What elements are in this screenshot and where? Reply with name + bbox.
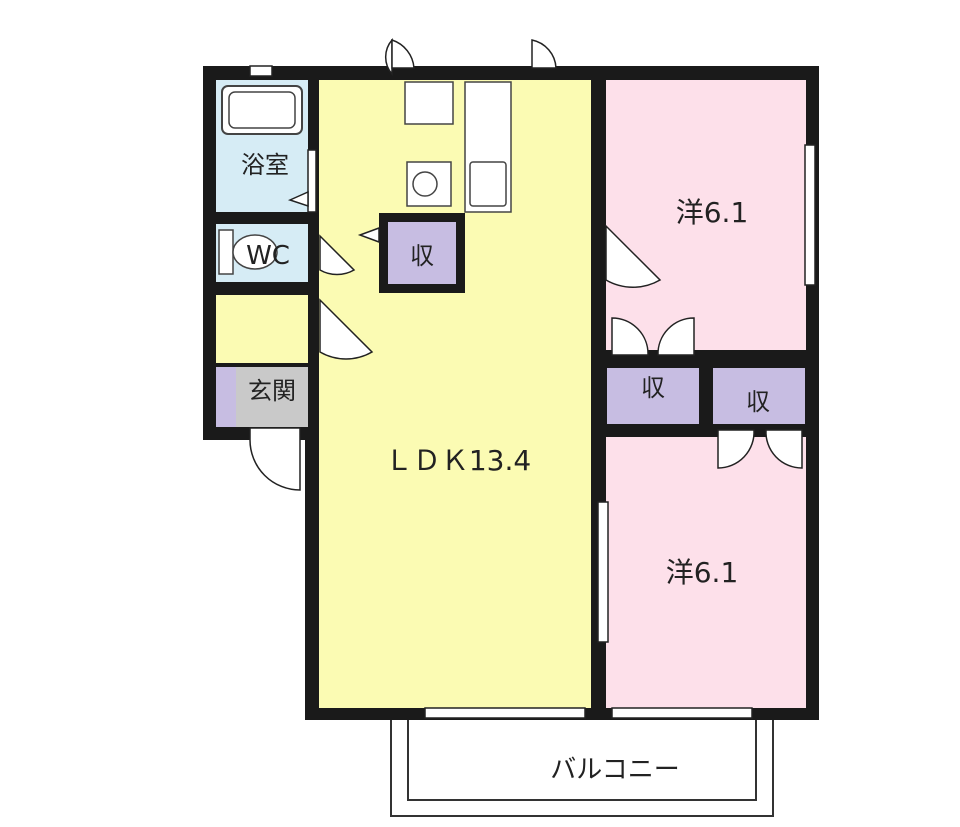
western-room-lower bbox=[606, 437, 806, 708]
toilet-label: WC bbox=[246, 241, 290, 271]
doors bbox=[249, 37, 803, 491]
closet-kitchen-room bbox=[388, 222, 456, 284]
kitchen-fixtures bbox=[404, 81, 512, 213]
toilet-fixture bbox=[218, 229, 278, 275]
western-room-upper-label: 洋6.1 bbox=[676, 196, 749, 229]
ldk-label: ＬＤＫ13.4 bbox=[385, 444, 531, 477]
closet-kitchen-label: 収 bbox=[410, 242, 434, 270]
bathtub-inner bbox=[228, 91, 296, 129]
ldk-room bbox=[319, 80, 591, 708]
windows bbox=[249, 65, 816, 719]
closet-middle-left-room bbox=[607, 368, 699, 424]
closet-middle-left-label: 収 bbox=[641, 374, 665, 402]
western-room-upper bbox=[606, 80, 806, 350]
western-room-lower-label: 洋6.1 bbox=[666, 556, 739, 589]
bathtub bbox=[221, 85, 303, 135]
entrance-step bbox=[216, 367, 236, 427]
closet-middle-right-label: 収 bbox=[746, 388, 770, 416]
balcony-label: バルコニー bbox=[550, 755, 679, 785]
bathroom-label: 浴室 bbox=[241, 151, 289, 179]
entrance-label: 玄関 bbox=[248, 377, 296, 405]
corridor-room bbox=[216, 295, 308, 363]
closet-middle-right-room bbox=[713, 368, 805, 424]
